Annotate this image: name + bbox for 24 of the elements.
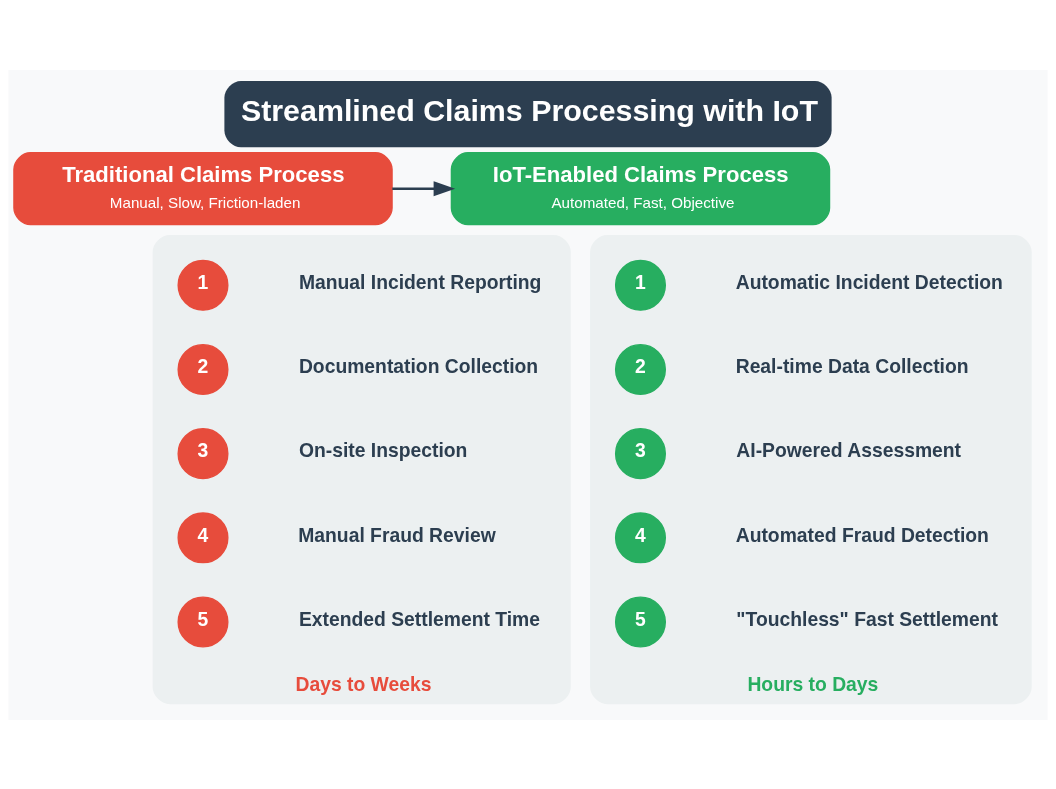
- node-circle: 4: [614, 511, 666, 563]
- node-circle: 2: [614, 343, 666, 395]
- node-label: On-site Inspection: [298, 439, 468, 461]
- node-circle: 4: [177, 511, 229, 563]
- node-label: Real-time Data Collection: [735, 355, 969, 377]
- node-label: Automated Fraud Detection: [735, 524, 989, 546]
- node-circle: 5: [614, 596, 666, 648]
- node-box: Traditional Claims Process Manual, Slow, Friction-laden: [13, 151, 393, 225]
- node-label: Automatic Incident Detection: [735, 271, 1003, 293]
- node-circle: 3: [614, 427, 666, 479]
- node-circle: 1: [177, 259, 229, 311]
- node-label: Documentation Collection: [298, 355, 539, 377]
- arrow: [392, 180, 456, 196]
- node-label: "Touchless" Fast Settlement: [736, 608, 998, 630]
- node-circle: 5: [177, 596, 229, 648]
- diagram-title: Streamlined Claims Processing with IoT: [240, 93, 818, 127]
- node-circle: 1: [614, 259, 666, 311]
- node-circle: 3: [177, 427, 229, 479]
- node-circle: 2: [177, 343, 229, 395]
- node-label: Manual Fraud Review: [298, 524, 496, 546]
- node-label: AI-Powered Assessment: [736, 439, 962, 461]
- node-label: Extended Settlement Time: [298, 608, 541, 630]
- node-box: IoT-Enabled Claims Process Automated, Fast, Objective: [450, 151, 831, 225]
- node-label: Manual Incident Reporting: [298, 271, 542, 293]
